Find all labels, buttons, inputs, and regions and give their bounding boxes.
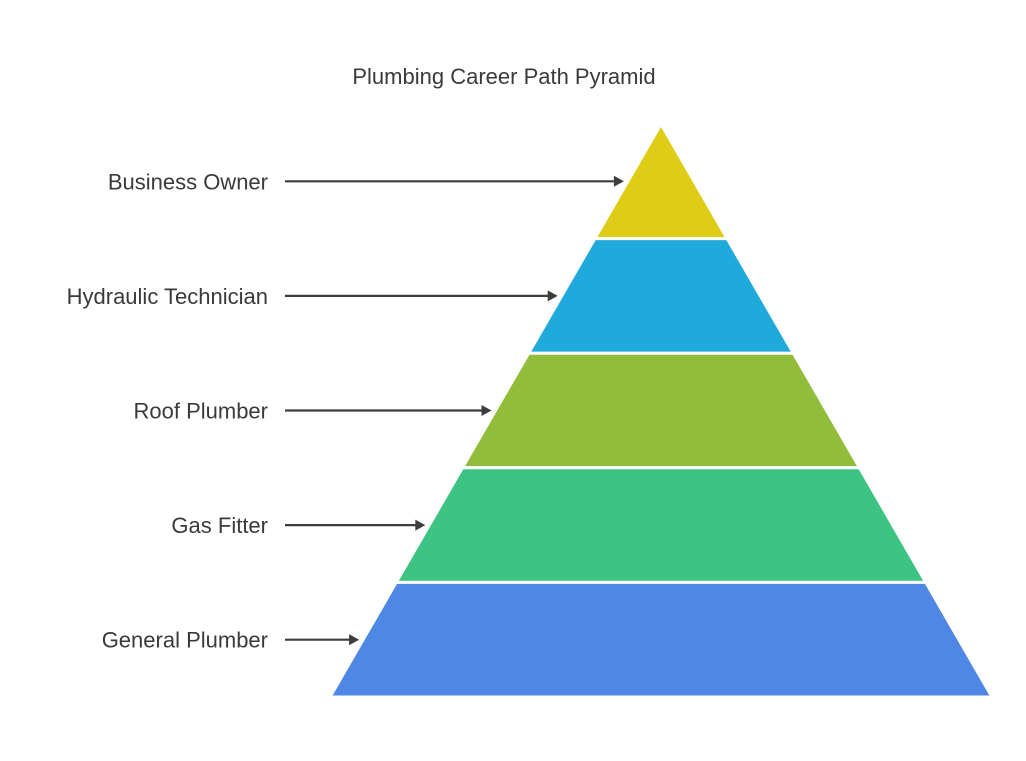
level-label-general-plumber: General Plumber (102, 628, 268, 653)
arrow-head-icon (481, 405, 492, 416)
pyramid-level-roof-plumber (459, 351, 863, 470)
arrow-head-icon (349, 634, 360, 646)
level-label-business-owner: Business Owner (108, 169, 268, 194)
pyramid-level-gas-fitter (393, 466, 929, 584)
diagram-title: Plumbing Career Path Pyramid (352, 64, 655, 89)
level-label-hydraulic-technician: Hydraulic Technician (67, 284, 268, 309)
pyramid-level-hydraulic-technician (526, 237, 796, 355)
pyramid (327, 121, 995, 699)
level-label-gas-fitter: Gas Fitter (171, 513, 268, 538)
level-label-roof-plumber: Roof Plumber (133, 399, 268, 424)
pyramid-level-general-plumber (327, 580, 995, 699)
arrow-head-icon (613, 175, 624, 187)
arrow-head-icon (415, 519, 426, 531)
level-arrows (285, 175, 624, 646)
arrow-head-icon (547, 290, 558, 302)
